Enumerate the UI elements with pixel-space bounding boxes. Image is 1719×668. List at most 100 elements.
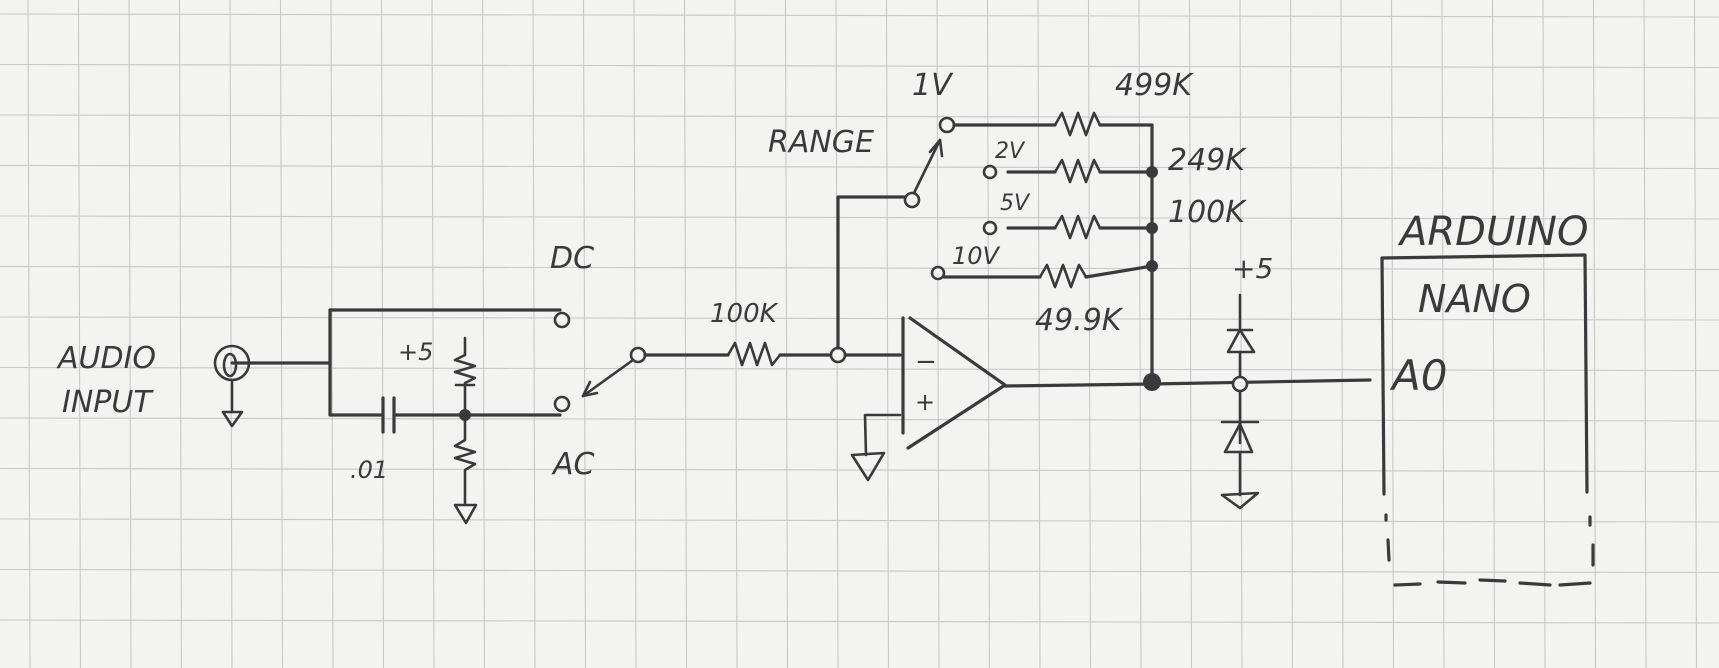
grid-line-vertical [1643, 0, 1647, 668]
nano-name-label: NANO [1418, 277, 1531, 321]
grid-line-vertical [481, 0, 486, 668]
grid-line-vertical [431, 0, 435, 668]
grid-line-vertical [1087, 0, 1092, 668]
grid-line-horizontal [0, 619, 1719, 624]
wire [1084, 264, 1154, 279]
switch-contact-ac [553, 395, 571, 413]
bias-supply-label: +5 [398, 338, 433, 366]
grid-line-vertical [279, 0, 284, 668]
grid-line-vertical [582, 0, 587, 668]
grid-line-horizontal [0, 518, 1719, 523]
grid-line-vertical [683, 0, 688, 668]
range-switch-arm[interactable] [912, 138, 942, 195]
pin-a0-label: A0 [1389, 351, 1447, 400]
grid-line-horizontal [0, 316, 1719, 321]
grid-line-vertical [1693, 0, 1698, 668]
junction [1143, 373, 1161, 391]
ground-icon [221, 410, 244, 428]
grid-line-horizontal [0, 568, 1719, 574]
grid-line-vertical [128, 0, 132, 668]
audio-input-jack [213, 344, 332, 428]
grid-line-horizontal [0, 164, 1719, 170]
range-2v-label: 2V [995, 139, 1026, 164]
grid-line-vertical [1138, 0, 1142, 668]
clamp-supply-label: +5 [1232, 252, 1273, 285]
bias-resistor-upper [453, 336, 477, 417]
grid-line-vertical [1289, 0, 1294, 668]
resistor-49-9k [1038, 263, 1088, 289]
resistor-249k [1053, 158, 1102, 184]
arduino-outline-dashed [1384, 513, 1595, 567]
grid-line-horizontal [0, 265, 1719, 271]
bias-resistor-lower [453, 413, 477, 507]
resistor-499k-label: 499K [1115, 68, 1194, 103]
switch-arm[interactable] [581, 358, 635, 398]
range-contact-10v[interactable] [930, 265, 946, 281]
op-amp: − + [850, 316, 1007, 482]
grid-line-vertical [1239, 0, 1243, 668]
resistor-249k-label: 249K [1168, 143, 1247, 178]
arduino-outline [1380, 253, 1589, 496]
clamp-node [1231, 375, 1249, 393]
range-1v-label: 1V [912, 68, 954, 103]
junction [1146, 166, 1158, 178]
grid-line-vertical [986, 0, 991, 668]
grid-line-vertical [633, 0, 637, 668]
input-resistor-label: 100K [710, 299, 779, 329]
range-5v-label: 5V [1000, 191, 1031, 216]
range-contact-5v[interactable] [982, 220, 998, 236]
range-label: RANGE [768, 125, 874, 160]
arduino-nano-block: ARDUINO NANO A0 [1380, 209, 1595, 587]
switch-contact-dc [553, 311, 571, 329]
grid-line-vertical [178, 0, 183, 668]
coupling-network [328, 308, 571, 525]
grid-line-horizontal [0, 467, 1719, 473]
grid-line-horizontal [0, 366, 1719, 372]
clamp-diodes [1220, 293, 1260, 510]
grid-line-vertical [1491, 0, 1496, 668]
feedback-wire [836, 195, 910, 350]
op-amp-minus: − [915, 347, 937, 377]
grid-line-vertical [936, 0, 940, 668]
audio-input-label-2: INPUT [62, 385, 154, 420]
grid-line-vertical [77, 0, 82, 668]
range-contact-1v[interactable] [938, 116, 956, 134]
audio-input-label-1: AUDIO [56, 341, 156, 376]
grid-line-vertical [1542, 0, 1546, 668]
input-resistor [726, 341, 782, 367]
resistor-100k-feedback [1053, 214, 1102, 240]
switch-arrow-icon [581, 380, 599, 398]
grid-line-vertical [1037, 0, 1041, 668]
grid-line-horizontal [0, 63, 1719, 69]
range-switch[interactable] [912, 138, 944, 195]
arduino-name-label: ARDUINO [1397, 209, 1588, 255]
grid-line-vertical [734, 0, 738, 668]
summing-node [829, 346, 847, 364]
diode-lower-icon [1223, 422, 1254, 454]
range-contact-2v[interactable] [982, 164, 998, 180]
grid-line-vertical [229, 0, 233, 668]
resistor-49-9k-label: 49.9K [1035, 303, 1124, 338]
jack-center [222, 352, 238, 378]
ground-icon [1220, 491, 1260, 510]
grid-line-horizontal [0, 13, 1719, 18]
grid-line-vertical [1441, 0, 1445, 668]
range-switch-arrow-icon [928, 138, 944, 158]
ground-icon [453, 503, 478, 525]
junction [1146, 260, 1158, 272]
grid-line-vertical [1390, 0, 1395, 668]
range-switch-pivot [903, 191, 921, 209]
grid-line-vertical [1340, 0, 1344, 668]
grid-line-vertical [1188, 0, 1193, 668]
grid-line-vertical [532, 0, 536, 668]
range-10v-label: 10V [952, 242, 1001, 270]
op-amp-body [906, 316, 1007, 450]
arduino-outline-dashed [1393, 578, 1592, 587]
output-wire [1003, 378, 1372, 388]
resistor-499k [1053, 111, 1102, 137]
dc-label: DC [550, 241, 594, 276]
ac-label: AC [551, 447, 595, 482]
feedback-bus [1098, 123, 1154, 382]
